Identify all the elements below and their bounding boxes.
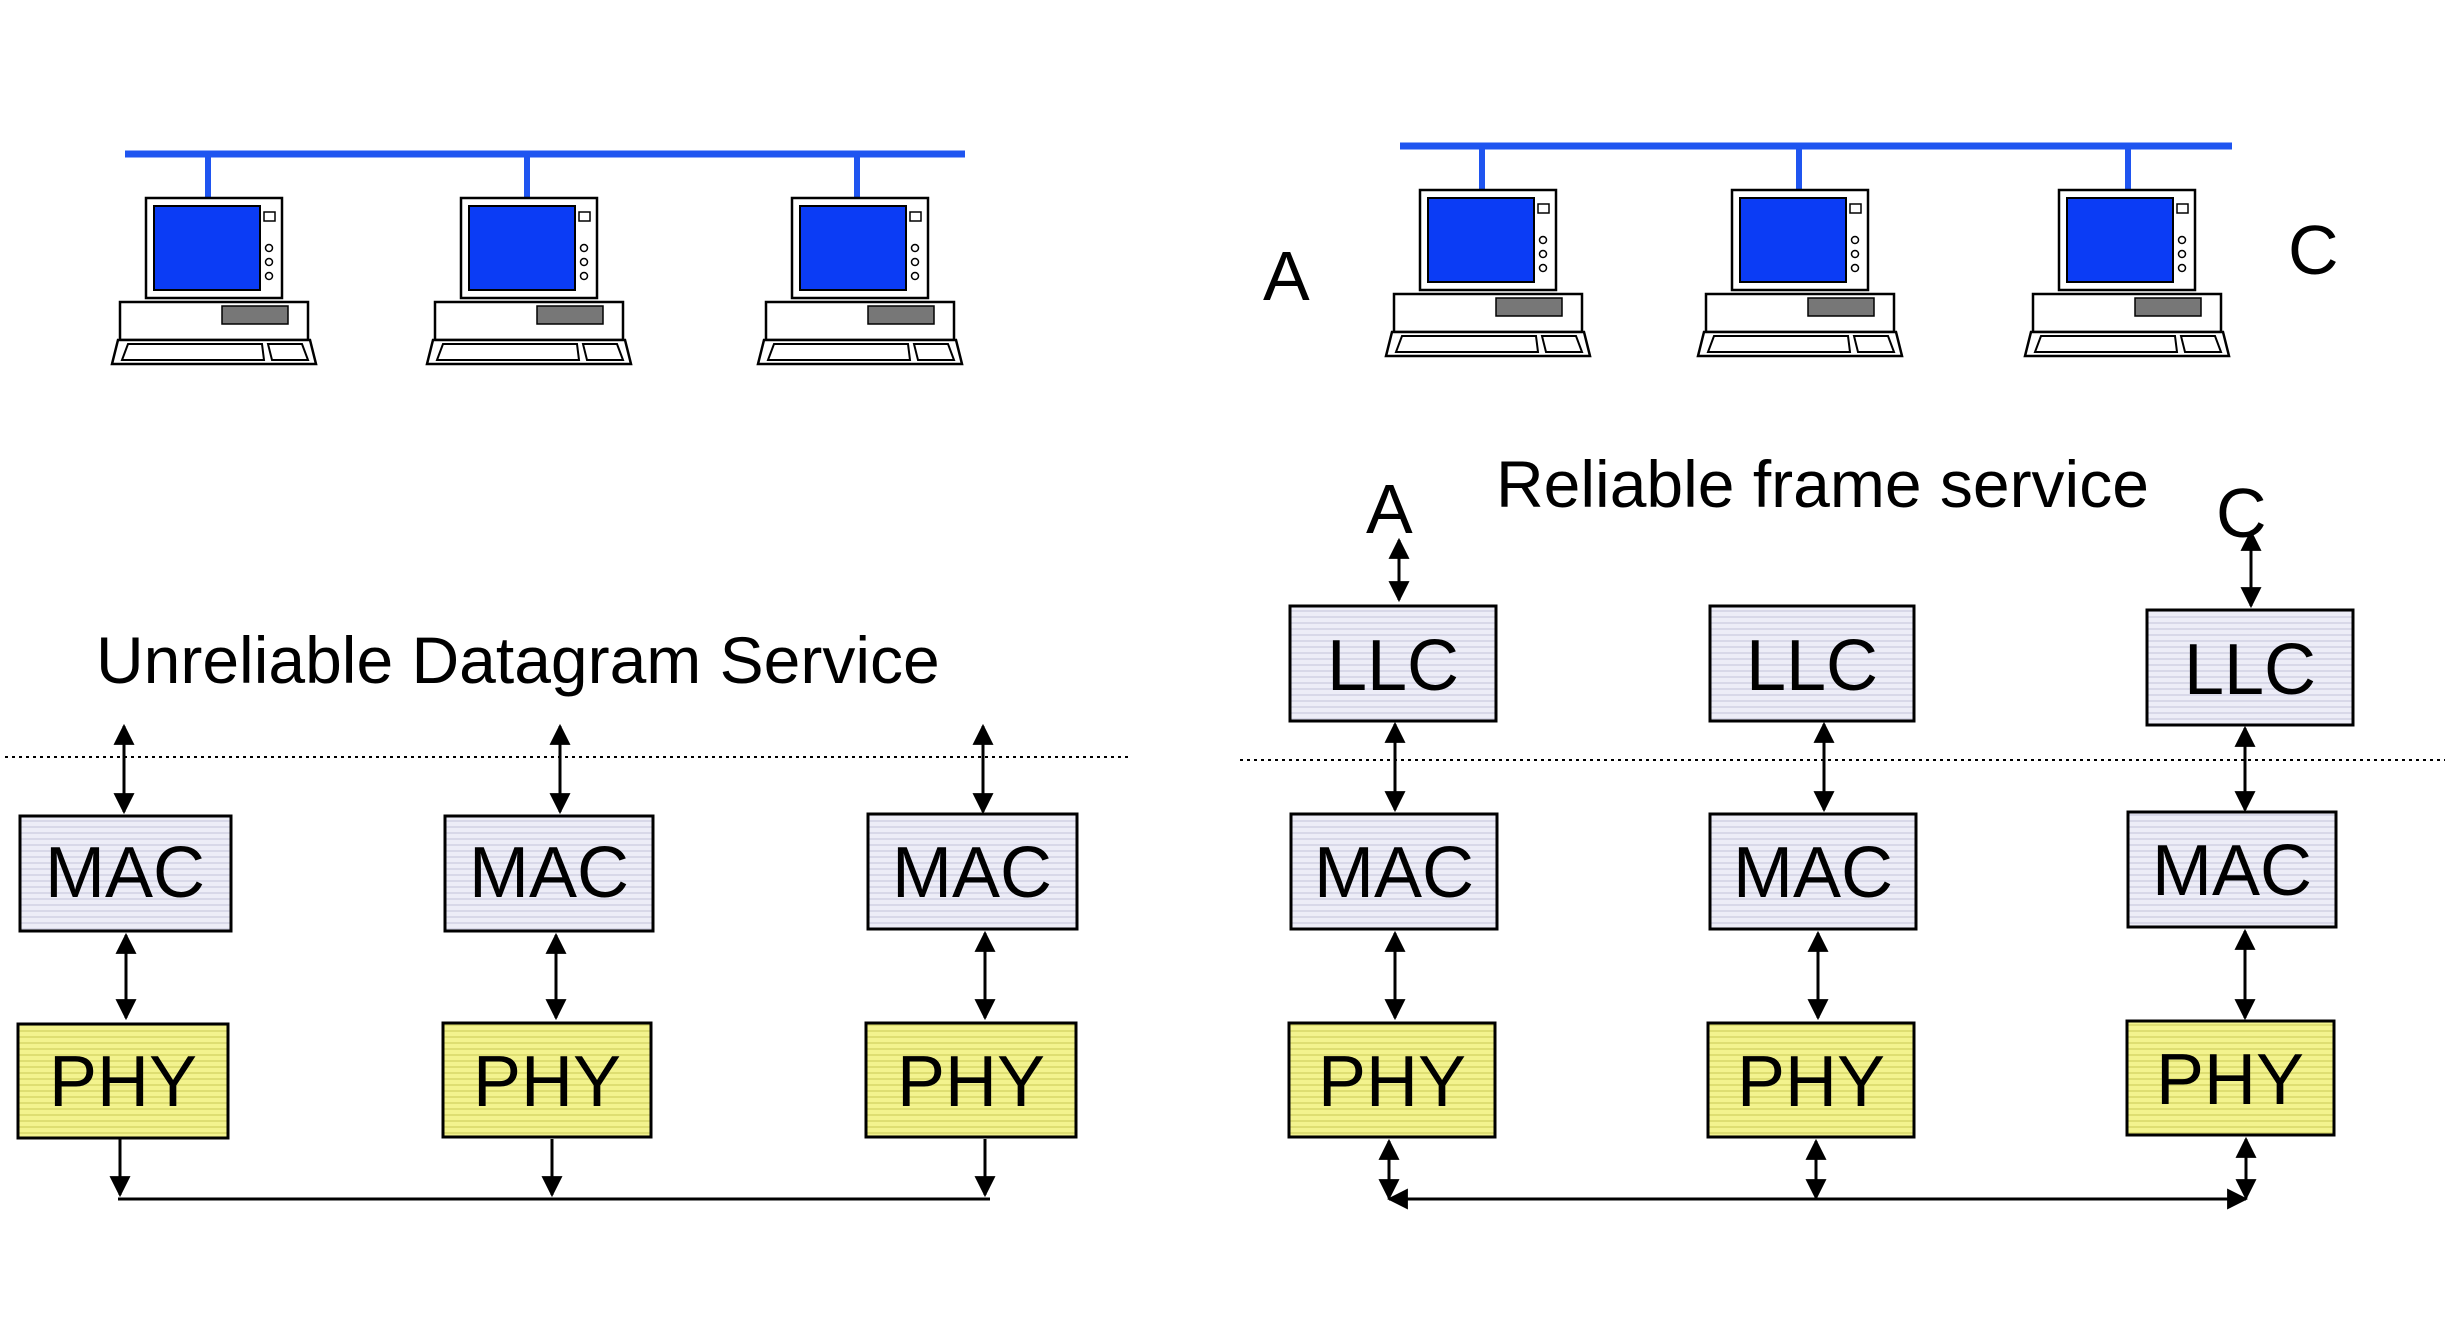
station-c-label: C	[2288, 211, 2339, 289]
mac-box	[443, 814, 655, 933]
mac-box	[2126, 810, 2338, 929]
llc-label: LLC	[1746, 626, 1878, 706]
mac-label: MAC	[1314, 833, 1474, 913]
phy-box	[864, 1021, 1078, 1139]
mac-label: MAC	[469, 833, 629, 913]
phy-box	[16, 1022, 230, 1140]
mac-label: MAC	[1733, 833, 1893, 913]
phy-label: PHY	[1318, 1042, 1466, 1122]
mac-label: MAC	[45, 833, 205, 913]
computer-icon	[1384, 188, 1592, 358]
mac-box	[866, 812, 1079, 931]
llc-label: LLC	[1327, 626, 1459, 706]
endpoint-a-label: A	[1366, 470, 1413, 548]
right-panel: A C Reliable frame service A C LLC LLC L…	[1240, 142, 2445, 1210]
computer-icon	[1696, 188, 1904, 358]
mac-label: MAC	[2152, 831, 2312, 911]
phy-box	[2125, 1019, 2336, 1137]
computer-icon	[2023, 188, 2231, 358]
mac-label: MAC	[892, 833, 1052, 913]
phy-label: PHY	[1737, 1042, 1885, 1122]
phy-box	[1287, 1021, 1497, 1139]
computer-icon	[110, 196, 318, 366]
llc-box	[2145, 608, 2355, 727]
phy-box	[441, 1021, 653, 1139]
phy-label: PHY	[2156, 1040, 2304, 1120]
left-panel: Unreliable Datagram Service MAC MAC MAC …	[5, 150, 1130, 1201]
phy-box	[1706, 1021, 1916, 1139]
llc-label: LLC	[2184, 630, 2316, 710]
endpoint-c-label: C	[2216, 474, 2267, 552]
right-service-label: Reliable frame service	[1496, 447, 2149, 521]
mac-box	[1289, 812, 1499, 931]
mac-box	[18, 814, 233, 933]
mac-box	[1708, 812, 1918, 931]
station-a-label: A	[1263, 237, 1310, 315]
computer-icon	[756, 196, 964, 366]
phy-label: PHY	[897, 1042, 1045, 1122]
llc-box	[1288, 604, 1498, 723]
phy-label: PHY	[49, 1042, 197, 1122]
left-service-label: Unreliable Datagram Service	[96, 623, 940, 697]
computer-icon	[425, 196, 633, 366]
phy-label: PHY	[473, 1042, 621, 1122]
llc-box	[1708, 604, 1916, 723]
